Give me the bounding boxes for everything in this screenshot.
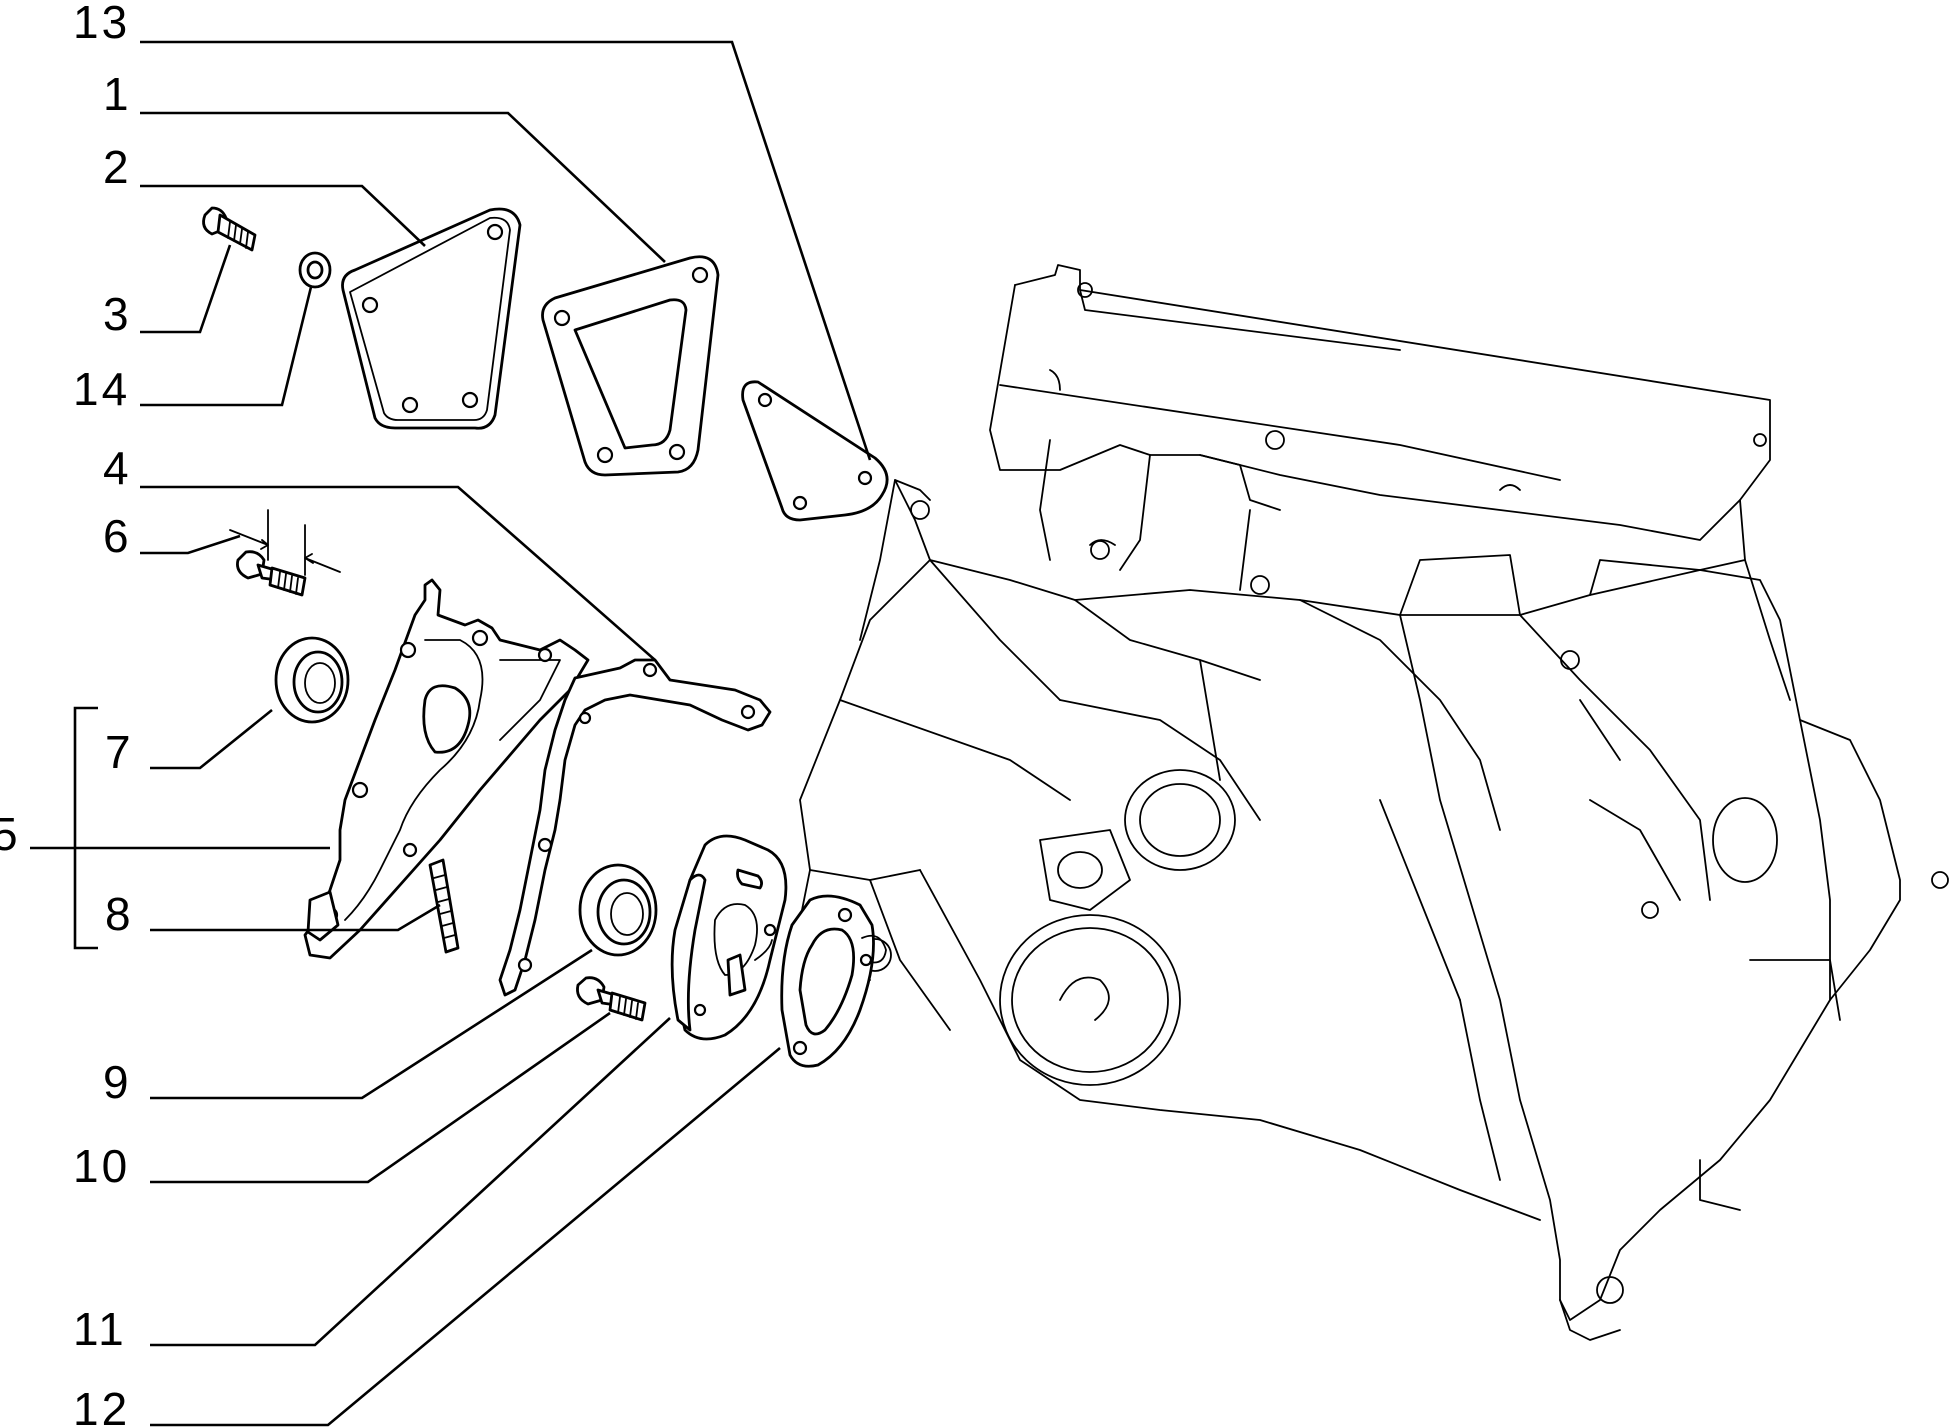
callout-5: 5 [0, 808, 21, 860]
callout-8: 8 [105, 888, 134, 940]
oil-seal-7 [274, 636, 350, 724]
cover-gasket-4 [498, 658, 772, 997]
callout-3: 3 [103, 288, 132, 340]
stud-8 [428, 858, 460, 954]
gasket-1 [541, 255, 720, 477]
callout-2: 2 [103, 141, 132, 193]
small-plate-13 [741, 380, 889, 522]
callout-13: 13 [73, 0, 130, 48]
callout-4: 4 [103, 442, 132, 494]
bolt-3 [202, 206, 257, 252]
callout-6: 6 [103, 510, 132, 562]
callout-labels: 13 1 2 3 14 4 6 7 5 8 9 10 11 12 [0, 0, 134, 1427]
callout-14: 14 [73, 363, 130, 415]
callout-1: 1 [103, 68, 132, 120]
cover-plate-2 [341, 207, 522, 430]
leader-lines [30, 40, 872, 1427]
callout-12: 12 [73, 1383, 130, 1427]
engine-block [799, 264, 1949, 1341]
bolt-10 [576, 976, 647, 1022]
callout-9: 9 [103, 1056, 132, 1108]
callout-7: 7 [105, 726, 134, 778]
callout-10: 10 [73, 1140, 130, 1192]
oil-seal-9 [578, 863, 658, 957]
callout-11: 11 [73, 1303, 127, 1355]
oil-pump-11 [670, 834, 788, 1041]
pump-gasket-12 [780, 894, 887, 1068]
front-cover-5 [303, 578, 590, 960]
washer-14 [298, 251, 332, 289]
bolt-6 [229, 509, 341, 597]
